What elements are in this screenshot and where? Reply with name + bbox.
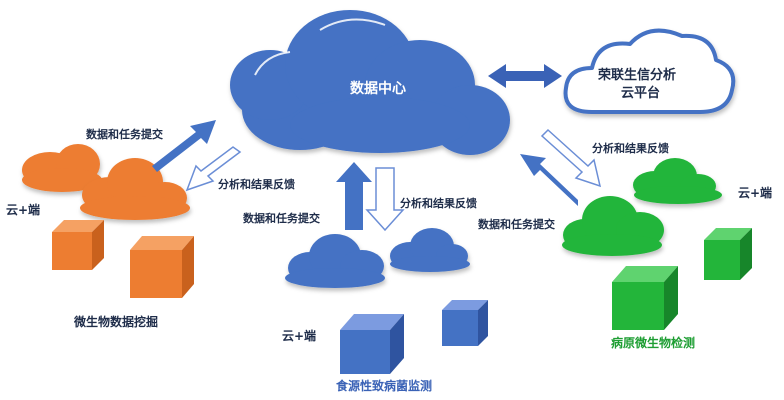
data-center-cloud-highlights bbox=[254, 18, 386, 76]
label-feedback-mid: 分析和结果反馈 bbox=[400, 197, 477, 210]
middle-cloud-left bbox=[285, 234, 385, 288]
middle-cube-small bbox=[442, 300, 488, 346]
middle-cube-large bbox=[340, 314, 404, 374]
middle-cloud-right bbox=[390, 228, 470, 272]
left-cloud-large bbox=[80, 158, 190, 220]
label-cloud-edge-middle: 云+端 bbox=[282, 329, 317, 343]
middle-arrow-down bbox=[365, 167, 405, 232]
label-cloud-edge-right: 云+端 bbox=[738, 186, 773, 200]
label-submit-mid: 数据和任务提交 bbox=[243, 212, 320, 225]
left-cube-small bbox=[52, 220, 104, 270]
right-cube-large bbox=[612, 266, 678, 330]
middle-arrow-up bbox=[336, 162, 372, 230]
node-label-right: 病原微生物检测 bbox=[611, 336, 696, 350]
arrow-submit-left bbox=[152, 120, 216, 172]
right-cloud-large bbox=[562, 196, 664, 256]
data-center-cloud bbox=[230, 10, 510, 155]
sync-arrow bbox=[488, 64, 562, 88]
label-feedback-left: 分析和结果反馈 bbox=[218, 178, 295, 191]
right-cloud-small bbox=[633, 158, 722, 204]
label-cloud-edge-left: 云+端 bbox=[6, 203, 41, 217]
node-label-middle: 食源性致病菌监测 bbox=[336, 379, 433, 393]
platform-label-line2: 云平台 bbox=[621, 86, 661, 101]
platform-cloud bbox=[563, 28, 736, 114]
right-cube-small bbox=[704, 228, 752, 280]
arrow-feedback-left bbox=[185, 146, 242, 192]
platform-label-line1: 荣联生信分析 bbox=[598, 68, 677, 83]
data-center-label: 数据中心 bbox=[350, 81, 406, 97]
left-cube-large bbox=[130, 236, 194, 298]
node-label-left: 微生物数据挖掘 bbox=[74, 315, 159, 329]
left-cloud-small bbox=[22, 144, 102, 192]
arrow-feedback-right bbox=[540, 128, 602, 188]
label-submit-right: 数据和任务提交 bbox=[478, 218, 555, 231]
label-feedback-right: 分析和结果反馈 bbox=[592, 142, 669, 155]
arrow-submit-right bbox=[520, 154, 578, 206]
label-submit-left: 数据和任务提交 bbox=[86, 128, 163, 141]
